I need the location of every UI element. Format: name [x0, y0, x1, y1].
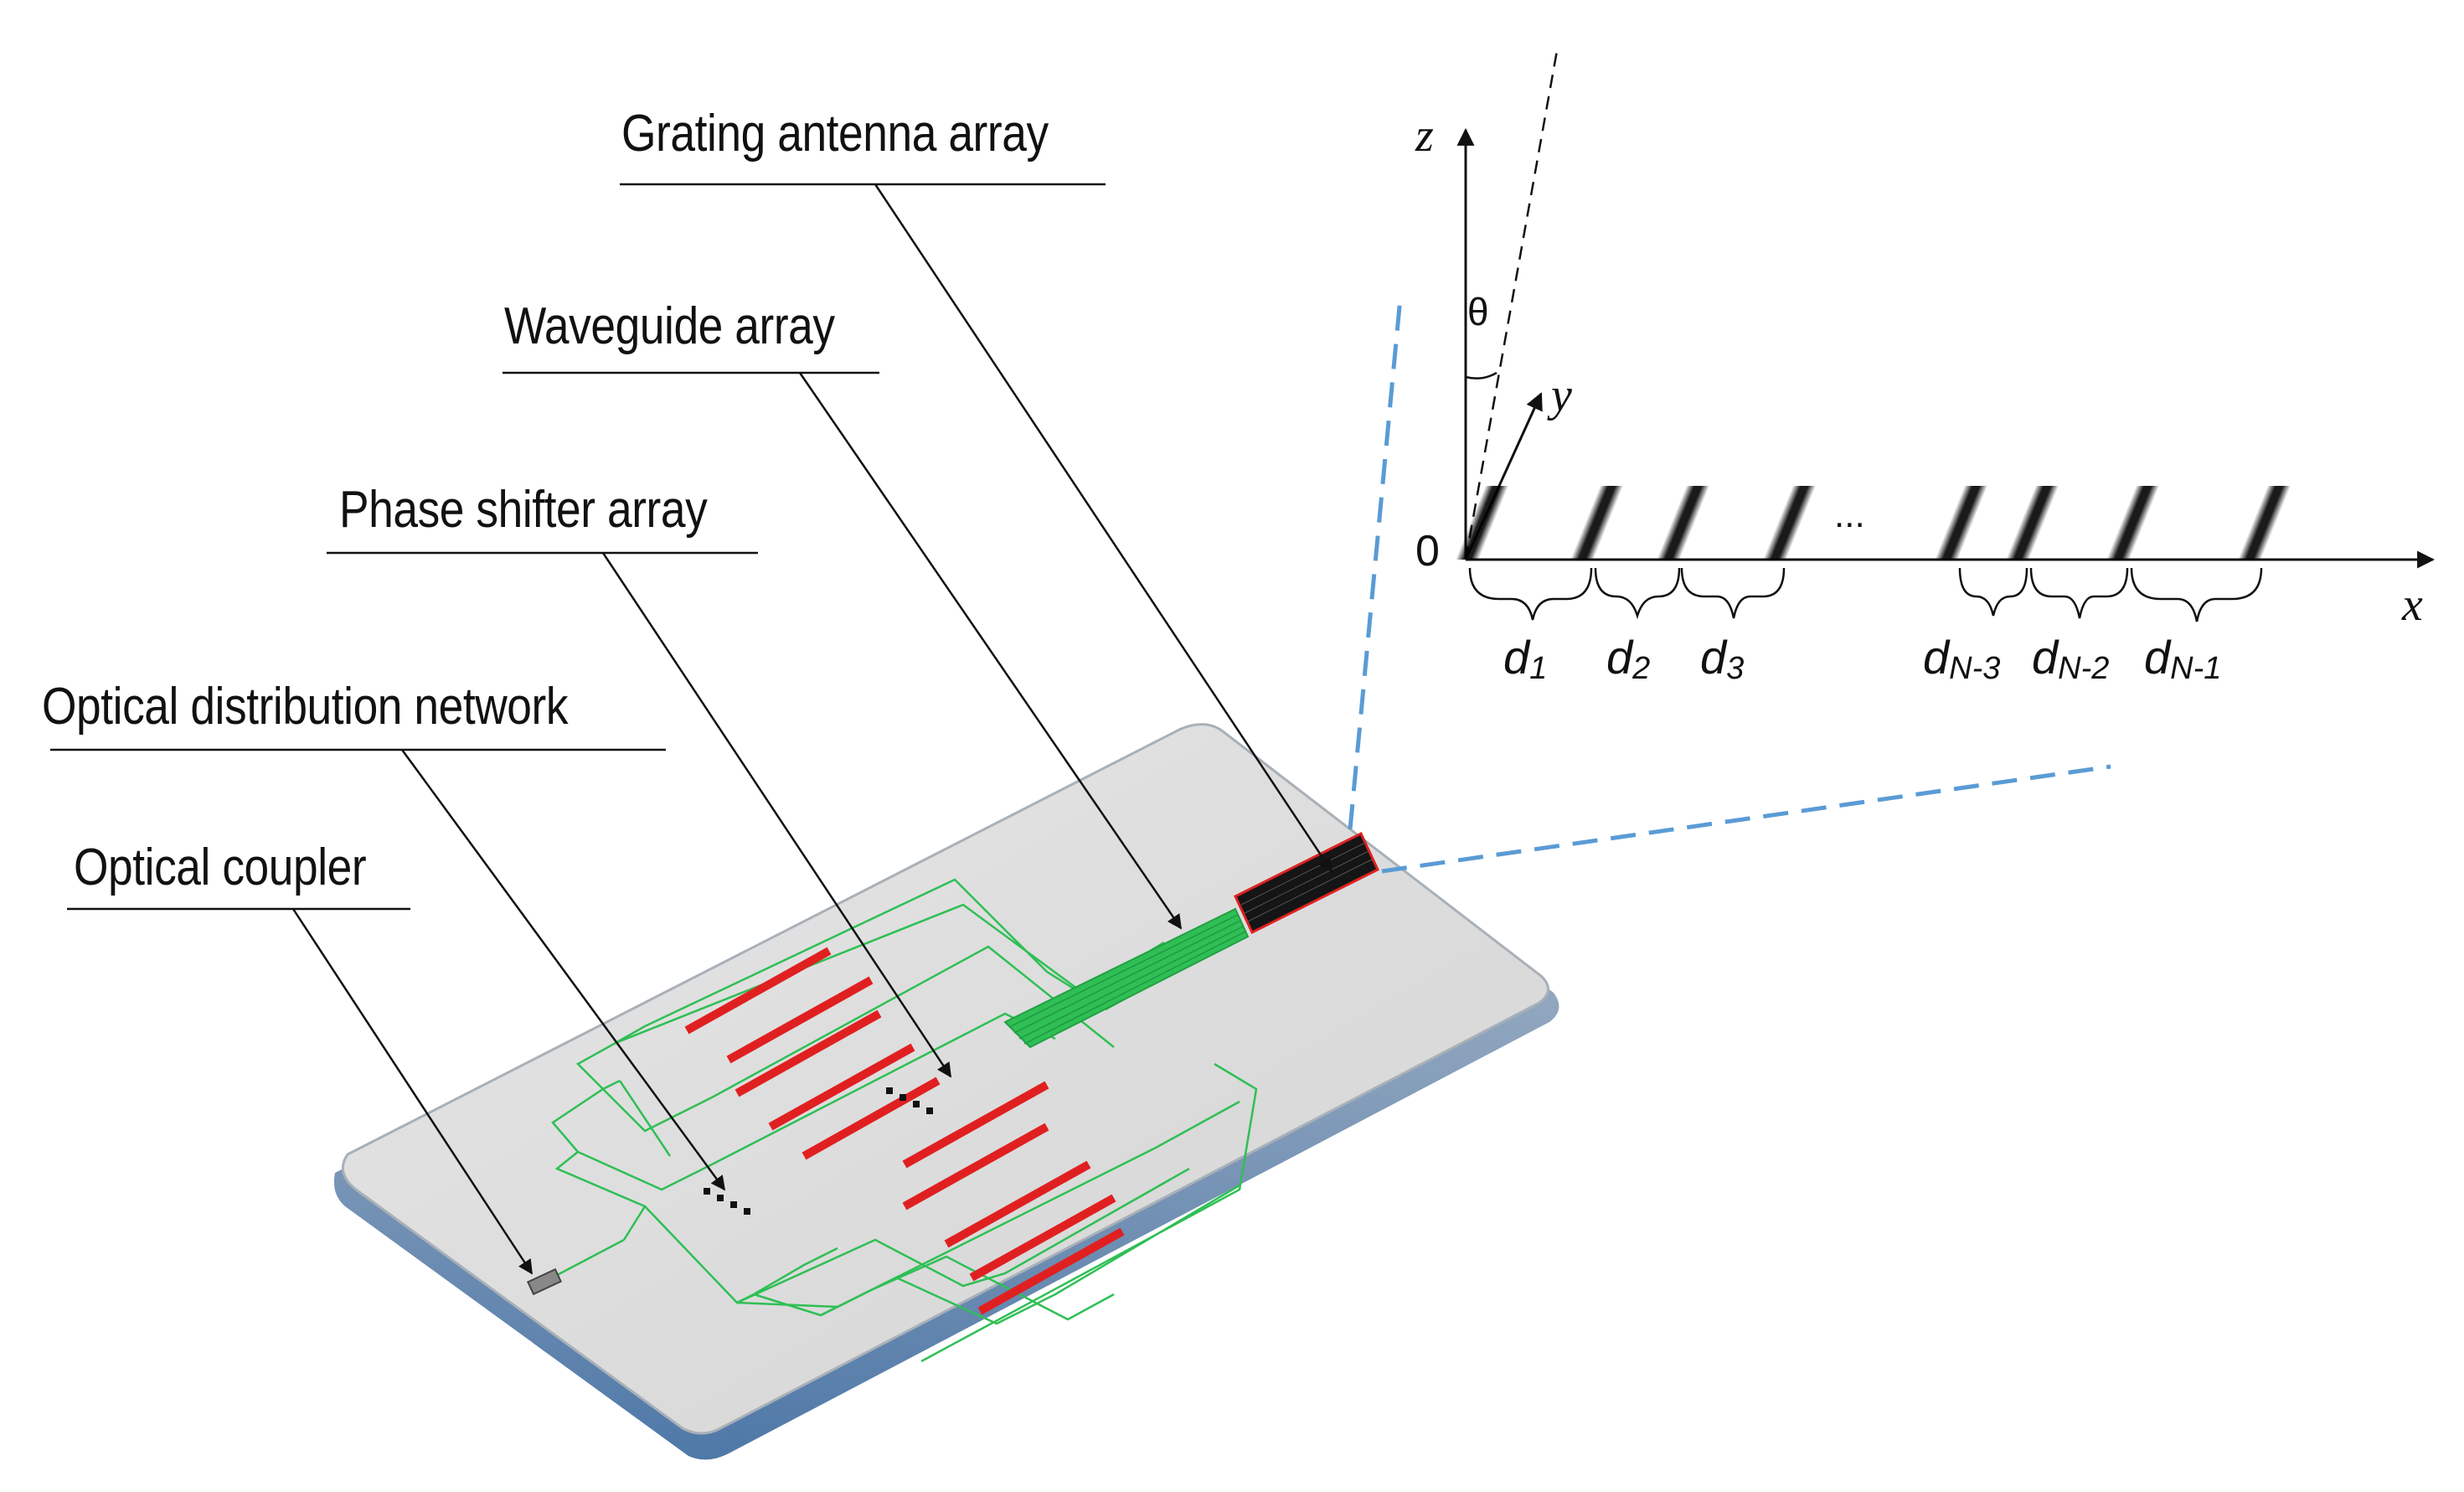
grating-ellipsis: ... [1834, 494, 1865, 535]
spacing-label-d2: d2 [1606, 631, 1651, 686]
optical-coupler [526, 1267, 563, 1296]
label-optical-coupler: Optical coupler [74, 839, 367, 896]
spacing-label-dn2: dN-2 [2032, 631, 2110, 686]
spacing-label-d3: d3 [1700, 631, 1745, 686]
phase-shifter [902, 1081, 1049, 1169]
brace-d2 [1594, 567, 1681, 620]
theta-arc [1465, 371, 1497, 379]
grating-texture [1240, 842, 1373, 922]
grating-element [2106, 486, 2160, 560]
y-axis-label: y [1551, 369, 1572, 421]
grating-element [1455, 486, 1509, 560]
label-waveguide-array: Waveguide array [504, 297, 835, 355]
phase-shifter [977, 1227, 1125, 1315]
spacing-label-dn3: dN-3 [1923, 631, 2001, 686]
brace-dn2 [2029, 567, 2129, 619]
theta-label: θ [1467, 290, 1489, 333]
zoom-lines [1348, 297, 2111, 874]
phase-shifter-array [684, 947, 1125, 1315]
waveguide-lines [1008, 914, 1246, 1045]
spacing-label-d1: d1 [1503, 631, 1548, 686]
label-phase-shifter-array: Phase shifter array [339, 481, 708, 539]
x-axis-label: x [2402, 579, 2423, 631]
chip-ellipsis-marks [704, 1087, 933, 1215]
spacing-label-dn1: dN-1 [2144, 631, 2222, 686]
brace-dn3 [1958, 567, 2028, 617]
phase-shifter [969, 1194, 1116, 1282]
label-grating-antenna-array: Grating antenna array [621, 105, 1049, 163]
phase-shifter [902, 1123, 1049, 1211]
grating-element [1656, 486, 1710, 560]
coordinate-system [1456, 45, 2436, 569]
waveguide-bundle [1003, 907, 1250, 1049]
phase-shifter [684, 947, 832, 1035]
label-optical-distribution-network: Optical distribution network [42, 678, 569, 736]
grating-element [2237, 486, 2291, 560]
grating-block [1234, 831, 1379, 935]
phase-shifter [802, 1076, 941, 1160]
grating-element [1570, 486, 1624, 560]
phase-shifter [944, 1160, 1091, 1248]
z-axis-label: z [1415, 110, 1434, 162]
chip [333, 723, 1559, 1460]
grating-element [1934, 486, 1988, 560]
leader-lines [50, 183, 1333, 1275]
brace-dn1 [2130, 567, 2263, 622]
spacing-braces [1468, 567, 2263, 622]
grating-element [1762, 486, 1817, 560]
grating-element [2005, 486, 2059, 560]
brace-d1 [1468, 567, 1593, 621]
phase-shifter [726, 976, 874, 1064]
grating-elements [1455, 486, 2291, 560]
brace-d3 [1680, 567, 1786, 619]
phase-shifter [768, 1043, 915, 1131]
phase-shifter [735, 1009, 882, 1097]
origin-label: 0 [1415, 527, 1440, 576]
